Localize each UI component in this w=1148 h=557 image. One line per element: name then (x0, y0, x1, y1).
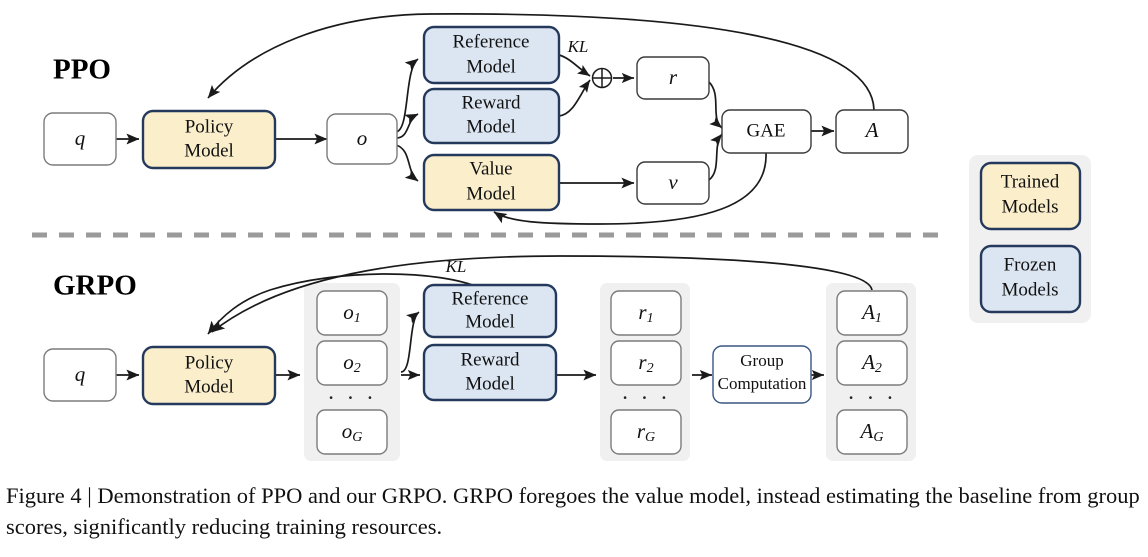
ppo-grpo-diagram: PPO (32, 13, 1091, 461)
ppo-node-gae[interactable]: GAE (721, 109, 812, 154)
ppo-node-value-model[interactable]: Value Model (422, 153, 561, 212)
grpo-reward-item-1[interactable]: r1 (610, 290, 682, 336)
edge-o-to-reference (395, 58, 419, 133)
ppo-value-model-line2: Model (466, 183, 516, 204)
ppo-value-model-line1: Value (469, 158, 512, 179)
grpo-advantage-item-g[interactable]: AG (836, 409, 908, 455)
grpo-advantage-item-2[interactable]: A2 (836, 340, 908, 386)
caption-text: Demonstration of PPO and our GRPO. GRPO … (6, 483, 1140, 539)
grpo-reward-item-g[interactable]: rG (610, 409, 682, 455)
grpo-node-group-computation[interactable]: Group Computation (712, 345, 812, 404)
ppo-q-label: q (75, 126, 86, 150)
ppo-reference-model-line2: Model (466, 56, 516, 77)
grpo-group-computation-line2: Computation (718, 374, 807, 393)
grpo-output-item-g[interactable]: oG (316, 409, 388, 455)
grpo-output-1-label: o1 (343, 300, 361, 326)
grpo-outputs-ellipsis: · · · (327, 385, 376, 410)
legend-frozen-line1: Frozen (1004, 254, 1057, 275)
ppo-reference-model-line1: Reference (453, 31, 530, 52)
edge-o-to-reward (395, 113, 419, 139)
grpo-reward-model-line1: Reward (460, 349, 520, 370)
ppo-node-reward-model[interactable]: Reward Model (422, 87, 561, 145)
grpo-policy-model-line1: Policy (185, 352, 234, 373)
legend: Trained Models Frozen Models (969, 155, 1091, 323)
ppo-section-title: PPO (53, 54, 111, 86)
edge-r-to-gae (708, 81, 723, 129)
caption-prefix: Figure 4 | (6, 483, 92, 508)
ppo-o-label: o (357, 126, 368, 150)
legend-trained-line1: Trained (1001, 171, 1060, 192)
ppo-node-reference-model[interactable]: Reference Model (422, 25, 561, 85)
grpo-advantage-g-label: AG (859, 419, 884, 445)
grpo-reward-g-label: rG (637, 419, 655, 445)
edge-gae-to-value-feedback (493, 152, 767, 225)
legend-trained-line2: Models (1002, 196, 1059, 217)
edge-o-to-value (395, 144, 419, 182)
ppo-advantage-label: A (864, 118, 879, 142)
grpo-advantage-2-label: A2 (860, 350, 882, 376)
grpo-reward-1-label: r1 (638, 300, 653, 326)
ppo-reward-model-line1: Reward (461, 92, 521, 113)
grpo-node-q[interactable]: q (43, 348, 117, 402)
ppo-node-advantage[interactable]: A (835, 109, 909, 154)
grpo-advantage-item-1[interactable]: A1 (836, 290, 908, 336)
ppo-node-v[interactable]: v (636, 161, 710, 205)
grpo-reward-item-2[interactable]: r2 (610, 340, 682, 386)
grpo-connectors: KL (116, 255, 873, 381)
grpo-q-label: q (75, 362, 86, 386)
ppo-policy-model-line1: Policy (185, 116, 234, 137)
ppo-reward-model-line2: Model (466, 116, 516, 137)
ppo-v-label: v (668, 170, 678, 194)
grpo-rewards-ellipsis: · · · (621, 385, 670, 410)
ppo-policy-model-line2: Model (184, 140, 234, 161)
ppo-node-o[interactable]: o (326, 113, 398, 165)
ppo-node-q[interactable]: q (43, 112, 117, 166)
ppo-gae-label: GAE (746, 120, 785, 141)
ppo-connectors: KL (116, 13, 875, 225)
grpo-advantage-1-label: A1 (860, 300, 882, 326)
grpo-node-reference-model[interactable]: Reference Model (422, 283, 558, 339)
figure-caption: Figure 4 | Demonstration of PPO and our … (6, 480, 1142, 542)
legend-item-frozen-models: Frozen Models (979, 244, 1082, 314)
edge-grpo-reference-kl-to-policy (207, 273, 481, 335)
grpo-group-computation-line1: Group (740, 351, 783, 370)
ppo-kl-label: KL (567, 37, 589, 56)
grpo-section-title: GRPO (53, 270, 137, 302)
grpo-output-item-2[interactable]: o2 (316, 340, 388, 386)
xor-plus-icon (591, 67, 613, 89)
edge-grpo-advantages-to-policy-feedback (211, 255, 873, 333)
grpo-reference-model-line1: Reference (452, 288, 529, 309)
legend-frozen-line2: Models (1002, 279, 1059, 300)
edge-grpo-outputs-to-reference (400, 311, 420, 373)
grpo-output-2-label: o2 (343, 350, 361, 376)
grpo-output-g-label: oG (342, 419, 363, 445)
grpo-node-reward-model[interactable]: Reward Model (422, 343, 558, 402)
ppo-r-label: r (669, 65, 678, 89)
grpo-reward-2-label: r2 (638, 350, 653, 376)
ppo-node-r[interactable]: r (636, 56, 710, 100)
grpo-reference-model-line2: Model (465, 311, 515, 332)
grpo-reward-model-line2: Model (465, 373, 515, 394)
grpo-policy-model-line2: Model (184, 376, 234, 397)
grpo-kl-label: KL (445, 257, 467, 276)
legend-item-trained-models: Trained Models (979, 161, 1082, 231)
grpo-advantages-ellipsis: · · · (847, 385, 896, 410)
ppo-node-policy-model[interactable]: Policy Model (141, 109, 277, 170)
edge-reward-to-plus (558, 79, 591, 117)
grpo-output-item-1[interactable]: o1 (316, 290, 388, 336)
edge-reference-to-plus (558, 54, 591, 77)
edge-v-to-gae (708, 133, 723, 181)
edge-a-to-policy-feedback (207, 13, 875, 111)
grpo-node-policy-model[interactable]: Policy Model (141, 345, 277, 406)
